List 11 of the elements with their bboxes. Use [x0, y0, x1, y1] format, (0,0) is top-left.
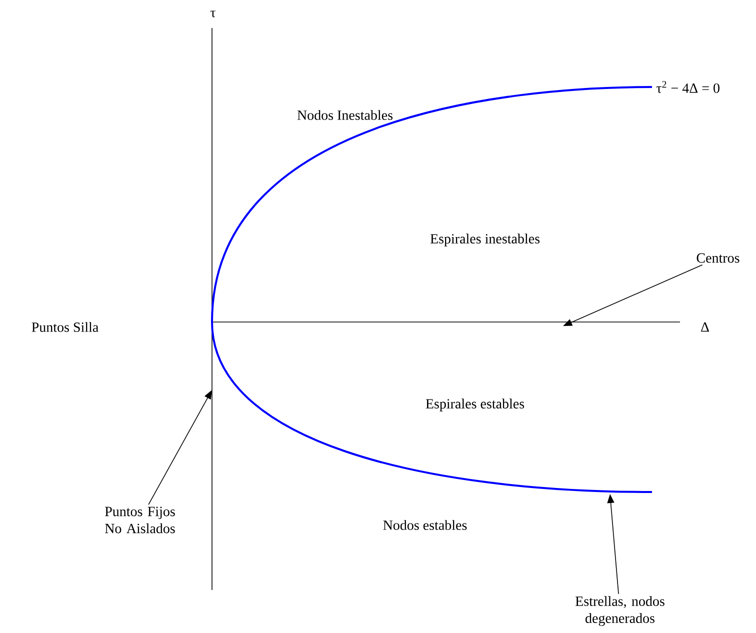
callout-text: Puntos Fijos No Aislados: [105, 506, 175, 534]
region-label: Puntos Silla: [32, 322, 98, 332]
region-label: τ$^{2}$ − 4Δ = 0: [656, 81, 720, 93]
region-label: Espirales inestables: [430, 234, 540, 246]
region-label: Nodos estables: [383, 520, 467, 530]
region-label: τ: [210, 10, 216, 18]
region-label: Espirales estables: [426, 398, 524, 412]
callout-text: Estrellas, nodos degenerados: [576, 596, 664, 626]
region-label: Δ: [701, 322, 709, 332]
callout-text: Centros: [696, 253, 740, 263]
region-label: Nodos Inestables: [297, 110, 393, 120]
